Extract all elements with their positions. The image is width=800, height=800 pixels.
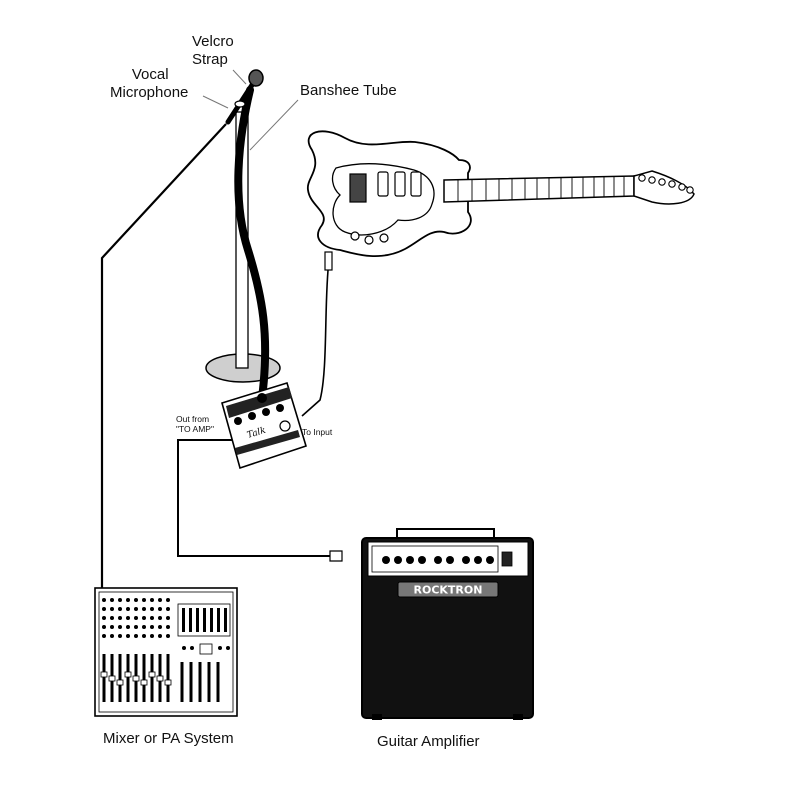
- guitar-amplifier: ROCKTRON: [361, 528, 534, 720]
- mixer-master-fader: [216, 662, 220, 702]
- mixer-channel-strip: [116, 598, 124, 702]
- to-input-label: To Input: [302, 427, 333, 437]
- amp-brand-logo: ROCKTRON: [414, 584, 483, 597]
- guitar-cable: [301, 259, 330, 417]
- guitar-amplifier-label: Guitar Amplifier: [377, 733, 480, 750]
- mixer-master-fader: [207, 662, 211, 702]
- vocal-microphone-label-line1: Vocal: [131, 66, 169, 83]
- mixer-channel-strip: [132, 598, 140, 702]
- electric-guitar: [307, 130, 695, 257]
- label-leader-lines: [202, 69, 299, 151]
- vocal-microphone-label: Vocal Microphone: [110, 66, 189, 102]
- amp-cable: [177, 439, 338, 557]
- velcro-strap-label-line2: Strap: [192, 51, 228, 68]
- mixer-label: Mixer or PA System: [103, 730, 234, 747]
- mixer-channel-strip: [156, 598, 164, 702]
- mixer-channel-strip: [164, 598, 172, 702]
- vocal-microphone: [225, 69, 264, 125]
- mixer-pa-system: [94, 587, 238, 717]
- out-from-label: Out from "TO AMP": [176, 414, 214, 434]
- mixer-channel-strip: [148, 598, 156, 702]
- out-from-label-line2: "TO AMP": [176, 424, 214, 434]
- mixer-channel-strip: [124, 598, 132, 702]
- velcro-strap-label-line1: Velcro: [192, 33, 234, 50]
- mixer-master-fader: [189, 662, 193, 702]
- mixer-channel-strips: [100, 598, 220, 702]
- mixer-channel-strip: [140, 598, 148, 702]
- banshee-tube-label: Banshee Tube: [300, 82, 397, 99]
- velcro-strap-label: Velcro Strap: [192, 33, 234, 69]
- banshee-tube: [234, 86, 270, 402]
- amp-cable-plug: [329, 550, 343, 562]
- vocal-microphone-label-line2: Microphone: [110, 84, 189, 101]
- out-from-label-line1: Out from: [176, 414, 210, 424]
- mixer-channel-strip: [108, 598, 116, 702]
- guitar-cable-plug: [324, 251, 333, 271]
- mixer-master-fader: [198, 662, 202, 702]
- talk-box-pedal: Talk: [221, 381, 307, 470]
- mixer-channel-strip: [100, 598, 108, 702]
- mixer-master-fader: [180, 662, 184, 702]
- mic-cable: [100, 123, 227, 590]
